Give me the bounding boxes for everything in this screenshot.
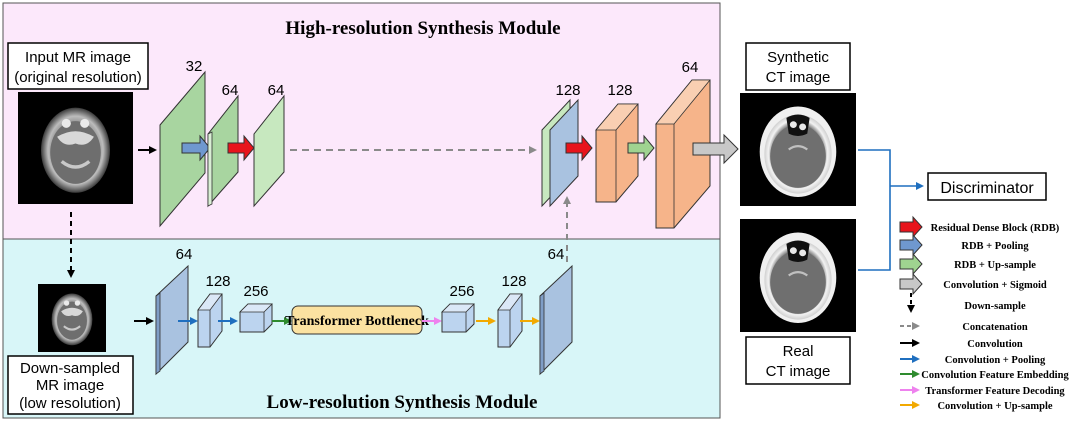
legend-label: Convolution + Up-sample (937, 401, 1052, 412)
rdb-upsample-block (627, 134, 655, 162)
synthetic-label-box (745, 42, 851, 91)
lr-channel-2: 128 (205, 273, 230, 290)
legend-item: RDB + Pooling (899, 233, 1029, 257)
legend-item: Convolution + Sigmoid (899, 272, 1047, 296)
input-label-line1: Input MR image (25, 49, 131, 66)
transformer-bottleneck-label: Transformer Bottleneck (285, 314, 429, 329)
legend-item: Residual Dense Block (RDB) (899, 215, 1060, 239)
hr-feature-map-4-blue (549, 98, 579, 208)
input-label-line2: (original resolution) (14, 69, 142, 86)
hr-feature-map-3 (253, 94, 285, 208)
hr-feature-map-2-side (207, 131, 213, 207)
downsampled-label-line3: (low resolution) (19, 395, 121, 412)
rdb-block-hr (227, 134, 255, 162)
input-label-box (7, 42, 149, 90)
real-label-line2: CT image (766, 363, 831, 380)
legend-item: Down-sample (907, 293, 1026, 313)
lr-feature-map-3-top (239, 303, 273, 313)
legend-label: Convolution Feature Embedding (921, 370, 1069, 381)
lr-channel-3: 256 (243, 283, 268, 300)
downsampled-label-box (7, 355, 134, 415)
legend-block-arrow-icon (899, 215, 923, 239)
lr-feature-map-5-top (497, 293, 523, 311)
legend-label: Residual Dense Block (RDB) (931, 223, 1060, 234)
hr-channel-5: 128 (607, 82, 632, 99)
legend-item: Convolution + Up-sample (900, 401, 1053, 412)
legend-label: Concatenation (962, 322, 1027, 333)
legend-label: Transformer Feature Decoding (925, 386, 1065, 397)
downsampled-mr-image (36, 282, 108, 354)
hr-channel-3: 64 (268, 82, 285, 99)
legend-item: Concatenation (900, 322, 1028, 333)
legend-label: RDB + Up-sample (954, 260, 1036, 271)
low-res-module-title: Low-resolution Synthesis Module (267, 392, 538, 413)
hr-channel-4: 128 (555, 82, 580, 99)
rdb-block-hr-2 (565, 134, 593, 162)
hr-channel-6: 64 (682, 59, 699, 76)
downsampled-label-line1: Down-sampled (20, 360, 120, 377)
discriminator-box (927, 172, 1047, 201)
real-label-line1: Real (783, 343, 814, 360)
legend-label: Down-sample (964, 301, 1026, 312)
hr-feature-map-6-top (655, 79, 711, 125)
lr-feature-map-6-dark (539, 292, 545, 375)
lr-feature-map-2-top (197, 293, 223, 311)
lr-feature-map-1-dark (155, 292, 161, 375)
high-res-module-title: High-resolution Synthesis Module (285, 18, 560, 39)
lr-channel-1: 64 (176, 246, 193, 263)
downsampled-label-line2: MR image (36, 377, 104, 394)
input-mr-image (16, 90, 135, 206)
rdb-pooling-block-1 (181, 134, 211, 162)
hr-channel-2: 64 (222, 82, 239, 99)
discriminator-label: Discriminator (940, 180, 1034, 197)
legend: Residual Dense Block (RDB) RDB + PoolingR… (899, 215, 1069, 412)
lr-channel-5: 128 (501, 273, 526, 290)
legend-block-arrow-icon (899, 252, 923, 276)
legend-label: Convolution + Pooling (945, 355, 1046, 366)
conv-sigmoid-block (692, 133, 739, 165)
legend-item: RDB + Up-sample (899, 252, 1036, 276)
legend-item: Convolution Feature Embedding (900, 370, 1069, 381)
legend-block-arrow-icon (899, 272, 923, 296)
hr-channel-1: 32 (186, 58, 203, 75)
real-label-box (745, 336, 851, 385)
real-ct-image (738, 217, 858, 334)
synthetic-ct-image (738, 91, 858, 208)
hr-feature-map-5-top (595, 103, 639, 131)
real-to-discriminator-line (858, 186, 891, 271)
legend-label: Convolution + Sigmoid (943, 280, 1047, 291)
legend-block-arrow-icon (899, 233, 923, 257)
legend-item: Convolution + Pooling (900, 355, 1046, 366)
legend-label: RDB + Pooling (961, 241, 1029, 252)
legend-item: Convolution (900, 339, 1023, 350)
lr-channel-4: 256 (449, 283, 474, 300)
synthetic-label-line1: Synthetic (767, 49, 829, 66)
legend-item: Transformer Feature Decoding (900, 386, 1065, 397)
lr-channel-6: 64 (548, 246, 565, 263)
legend-label: Convolution (967, 339, 1023, 350)
lr-feature-map-4-top (441, 303, 475, 313)
synthetic-to-discriminator-line (858, 149, 891, 186)
synthetic-label-line2: CT image (766, 69, 831, 86)
